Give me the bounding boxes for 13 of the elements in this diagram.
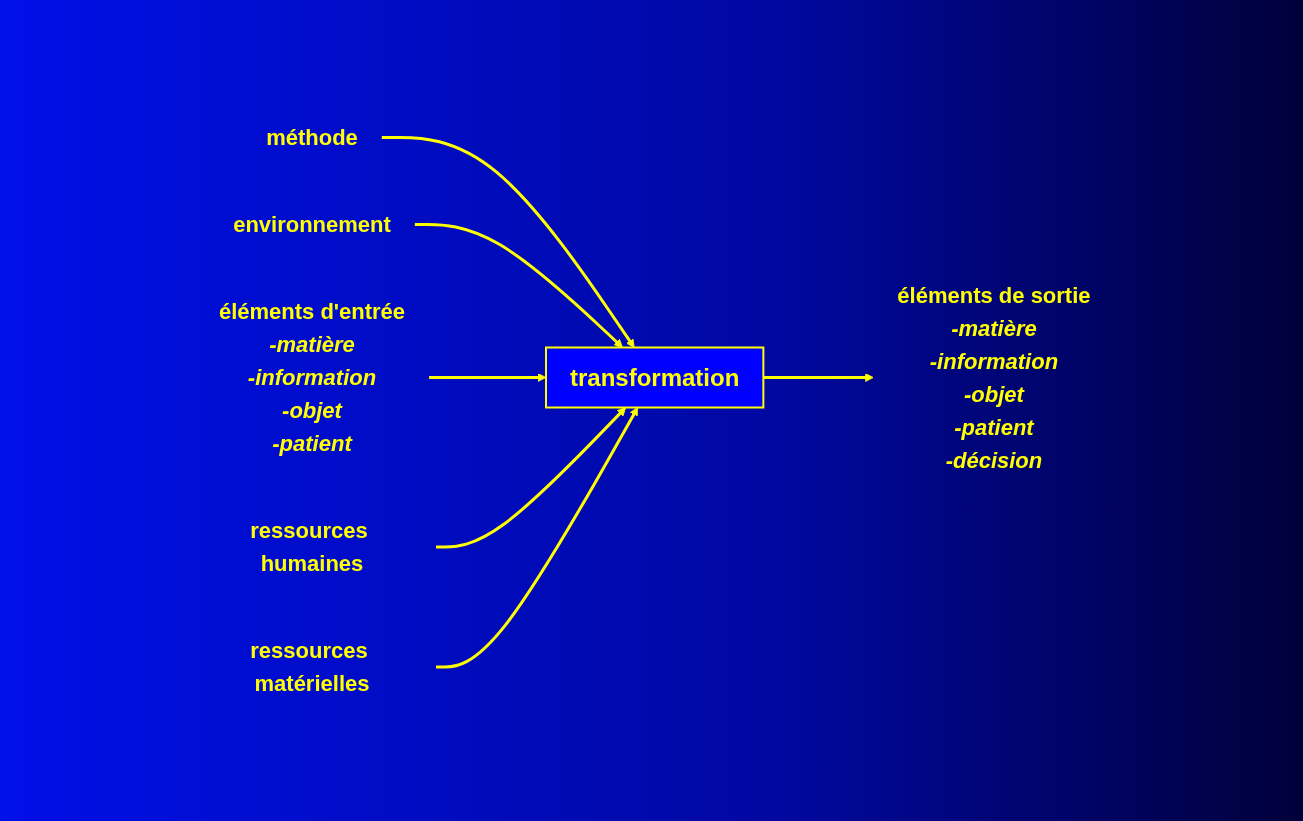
arrow (415, 223, 624, 348)
node-text: environnement (233, 212, 392, 237)
arrow (436, 407, 639, 669)
node-text: ressources matérielles (250, 638, 370, 696)
arrow (382, 136, 635, 348)
node-text: éléments de sortie -matière -information -objet -patient -décision (897, 282, 1091, 473)
node-box: transformation (545, 346, 765, 409)
arrow (763, 373, 874, 382)
arrow (429, 373, 547, 382)
node-text: méthode (266, 125, 359, 150)
node-text: ressources humaines (250, 518, 368, 576)
node-text: éléments d'entrée -matière -information -objet -patient (219, 299, 406, 456)
arrow (436, 407, 627, 549)
